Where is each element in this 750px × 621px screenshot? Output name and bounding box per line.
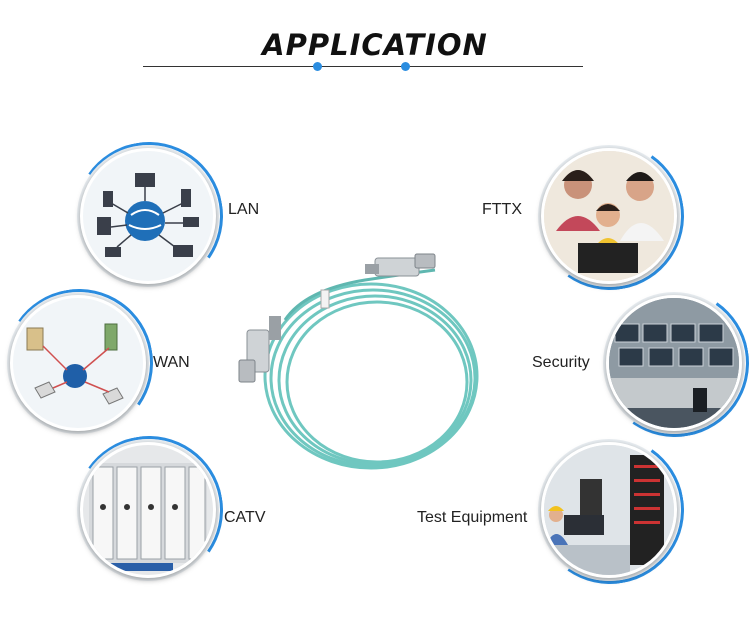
page-title: APPLICATION (262, 28, 488, 62)
wan-label: WAN (153, 354, 190, 371)
lan-label: LAN (228, 201, 260, 218)
monitoring-room-photo (609, 298, 739, 428)
catv-circle (80, 442, 216, 578)
family-computer-photo (544, 151, 674, 281)
title-rule (143, 66, 583, 67)
fiber-patch-cable-image (238, 253, 479, 470)
lan-circle (80, 148, 216, 284)
lc-connector-left (238, 316, 281, 383)
network-icon (97, 173, 199, 257)
test-equipment-label: Test Equipment (417, 509, 528, 526)
catv-label: CATV (224, 509, 266, 526)
datacenter-photo (544, 445, 674, 575)
security-circle (606, 295, 742, 431)
globe-network-icon (26, 323, 124, 405)
cable-tag (320, 289, 330, 309)
security-label: Security (532, 354, 590, 371)
wan-circle (10, 295, 146, 431)
fttx-circle (541, 148, 677, 284)
title-dot-left (313, 62, 322, 71)
lc-connector-right (365, 253, 436, 277)
test-equipment-circle (541, 442, 677, 578)
title-dot-right (401, 62, 410, 71)
fttx-label: FTTX (482, 201, 522, 218)
catv-rack-icon (89, 463, 207, 571)
